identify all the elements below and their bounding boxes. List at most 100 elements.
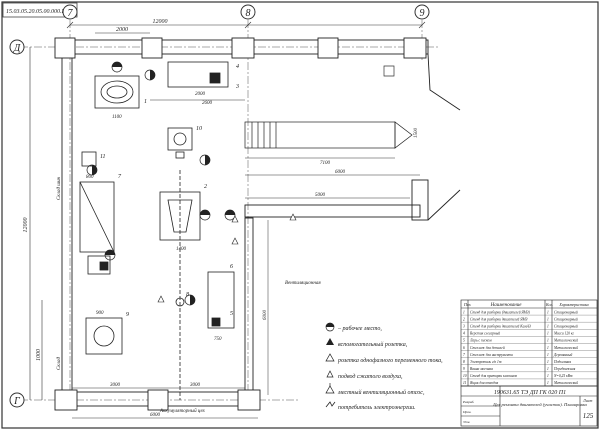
small-door-icon	[383, 65, 395, 77]
spec-row-name: Стенд для притирки клапанов	[470, 374, 517, 378]
spec-row-pos: 3	[463, 325, 465, 329]
equipment-11	[81, 151, 97, 167]
title-sheet-label: Лист	[582, 398, 592, 403]
left-dimensions	[29, 47, 43, 400]
dim-800: 800	[86, 175, 94, 180]
equipment-9	[85, 317, 123, 355]
spec-row-note: Металлический	[553, 345, 578, 350]
spec-row-note: Масса 120 кг	[553, 332, 575, 336]
spec-row-qty: 1	[547, 317, 549, 321]
equipment-8-number: 8	[186, 292, 189, 298]
spec-row-pos: 7	[463, 353, 465, 357]
spec-row-qty: 1	[547, 346, 549, 350]
equipment-5-number: 5	[230, 311, 233, 317]
dim-2600: 2600	[202, 101, 213, 106]
spec-row-name: Ларь с песком	[469, 339, 492, 343]
dim-900: 900	[96, 311, 104, 316]
axis-label-d: Д	[13, 43, 21, 54]
spec-row-qty: 1	[547, 381, 549, 385]
spec-row-name: Стенд для разборки двигателей ЯМЗ	[470, 316, 528, 321]
title-description: Цех ремонта двигателей (участок). Планир…	[492, 402, 587, 407]
legend-item-5: местный вентиляционный отсос,	[337, 389, 425, 396]
spec-row-qty: 1	[547, 332, 549, 336]
equipment-6-number: 6	[230, 264, 233, 270]
axis-label-9: 9	[420, 8, 425, 19]
dim-span-top: 12000	[153, 19, 168, 25]
dim-7100: 7100	[320, 161, 331, 166]
dim-1100: 1100	[112, 115, 122, 120]
spec-row-name: Ящик для отходов	[469, 381, 499, 385]
axis-bubble-8	[240, 4, 256, 20]
equipment-1	[94, 75, 140, 109]
spec-row-name: Стеллаж для деталей	[470, 345, 505, 350]
spec-row-pos: 9	[463, 367, 465, 371]
axis-label-7: 7	[68, 8, 74, 19]
walls	[57, 39, 461, 407]
dim-bottom-left: 3000	[110, 383, 121, 388]
label-battery-shop: Аккумуляторный цех	[159, 408, 206, 414]
equipment-10-number: 10	[196, 126, 202, 132]
spec-row-note: Подъемная	[553, 360, 571, 364]
equipment-11-number: 11	[100, 154, 106, 160]
spec-row-name: Верстак слесарный	[470, 331, 500, 336]
axis-bubble-d	[9, 39, 25, 55]
columns	[54, 37, 427, 411]
dim-bay-left: 2000	[116, 27, 128, 33]
spec-row-pos: 4	[463, 332, 465, 336]
spec-row-pos: 6	[463, 346, 465, 350]
dim-1500: 1500	[414, 128, 419, 139]
spec-row-name: Ванна моечная	[470, 367, 493, 371]
equipment-2-number: 2	[204, 184, 207, 190]
equipment-4	[167, 61, 229, 88]
dim-height-total: 12000	[23, 218, 29, 233]
equipment-2	[159, 170, 201, 400]
title-block	[460, 385, 598, 427]
spec-row-pos: 10	[463, 374, 467, 378]
spec-row-note: Передвижная	[553, 367, 576, 371]
dim-1000-left: 1000	[36, 349, 42, 361]
spec-row-name: Стеллаж для инструмента	[470, 353, 513, 357]
spec-row-name: Стенд для разборки (двигателей ЯМЗ)	[470, 309, 531, 314]
dim-1400: 1400	[176, 247, 187, 252]
spec-row-pos: 11	[463, 381, 467, 385]
dim-bottom-total: 6000	[150, 413, 161, 418]
bottom-dimensions	[72, 387, 258, 419]
axis-bubble-g	[9, 392, 25, 408]
title-checked: Пров.	[462, 410, 472, 414]
spec-row-note: N=0,25 кВт	[553, 374, 573, 379]
equipment-9-number: 9	[126, 312, 129, 318]
spec-row-note: Металлический	[553, 338, 578, 343]
title-approved: Утв.	[463, 420, 470, 424]
dim-6000-vertical: 6000	[263, 310, 268, 321]
socket-markers	[157, 213, 297, 303]
spec-header-pos: Поз.	[463, 302, 471, 307]
legend: – рабочее место, вспомогательный розетка…	[325, 322, 443, 411]
spec-header-name: Наименование	[490, 303, 523, 308]
axis-bubble-9	[414, 4, 430, 20]
legend-item-2: вспомогательный розетка,	[338, 341, 408, 348]
equipment-10	[167, 127, 193, 159]
axis-markers: 7 8 9 Д Г	[9, 4, 430, 408]
spec-row-qty: 1	[547, 339, 549, 343]
specification-table	[460, 299, 598, 387]
spec-row-qty: 1	[547, 353, 549, 357]
spec-row-note: Металлический	[553, 380, 578, 385]
spec-header-note: Характеристика	[558, 302, 588, 307]
equipment-4-number: 4	[236, 63, 239, 70]
spec-row-qty: 1	[547, 325, 549, 329]
legend-item-6: потребитель электроэнергии.	[338, 404, 416, 411]
legend-item-3: розетка однофазного переменного тока,	[337, 357, 443, 364]
title-sheets-total: 125	[583, 412, 594, 420]
workplace-markers	[86, 61, 236, 306]
spec-row-qty: 1	[547, 360, 549, 364]
equipment-5	[207, 271, 235, 329]
spec-row-pos: 8	[463, 360, 465, 364]
axis-bubble-7	[62, 4, 78, 20]
dim-6000: 6000	[335, 170, 346, 175]
dim-750: 750	[214, 337, 222, 342]
hatched-platform	[244, 121, 413, 149]
